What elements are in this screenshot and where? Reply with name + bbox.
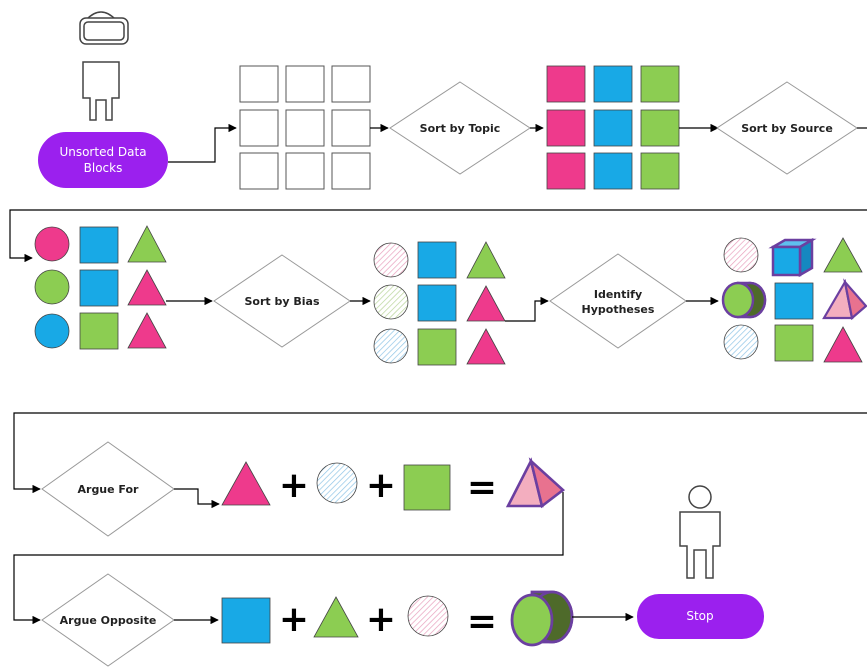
person-icon (679, 485, 721, 579)
start-label-line-2: Blocks (84, 161, 123, 175)
decision-label: Sort by Source (741, 122, 833, 135)
equals-operator: = (467, 601, 497, 642)
decision-argue-opposite: Argue Opposite (41, 573, 175, 667)
bias-sorted-shapes (373, 241, 506, 366)
hypotheses-shapes (721, 237, 867, 363)
decision-label: Argue Opposite (60, 614, 157, 627)
decision-sort-by-source: Sort by Source (716, 81, 858, 175)
stop-label: Stop (686, 609, 713, 623)
unsorted-blocks-grid (239, 65, 371, 190)
decision-label: Sort by Topic (420, 122, 501, 135)
vr-headset-person-icon (79, 11, 129, 121)
connector-row2-to-row3 (13, 412, 867, 494)
plus-operator: + (279, 599, 309, 640)
stop-node: Stop (637, 594, 764, 639)
start-label-line-1: Unsorted Data (59, 145, 146, 159)
connector-argue-for-to-equation (174, 488, 220, 509)
connector-start-to-blocks (168, 123, 237, 163)
argue-for-equation: + + = (221, 457, 566, 511)
start-node: Unsorted Data Blocks (38, 132, 168, 188)
plus-operator: + (366, 599, 396, 640)
decision-label: Sort by Bias (245, 295, 320, 308)
decision-sort-by-bias: Sort by Bias (213, 254, 351, 348)
decision-argue-for: Argue For (41, 441, 175, 537)
source-sorted-shapes (34, 225, 167, 350)
decision-sort-by-topic: Sort by Topic (389, 81, 531, 175)
argue-opposite-equation: + + = (221, 590, 574, 647)
plus-operator: + (279, 465, 309, 506)
plus-operator: + (366, 465, 396, 506)
decision-label-line-2: Hypotheses (582, 303, 655, 316)
decision-identify-hypotheses: Identify Hypotheses (549, 253, 687, 349)
decision-label: Argue For (78, 483, 140, 496)
topic-sorted-grid (546, 65, 680, 190)
connector-row1-to-row2 (9, 209, 867, 263)
equals-operator: = (467, 467, 497, 508)
decision-label-line-1: Identify (594, 288, 642, 301)
connector-row3-to-row4 (13, 492, 564, 625)
connector-shapes-to-identify (505, 296, 549, 322)
